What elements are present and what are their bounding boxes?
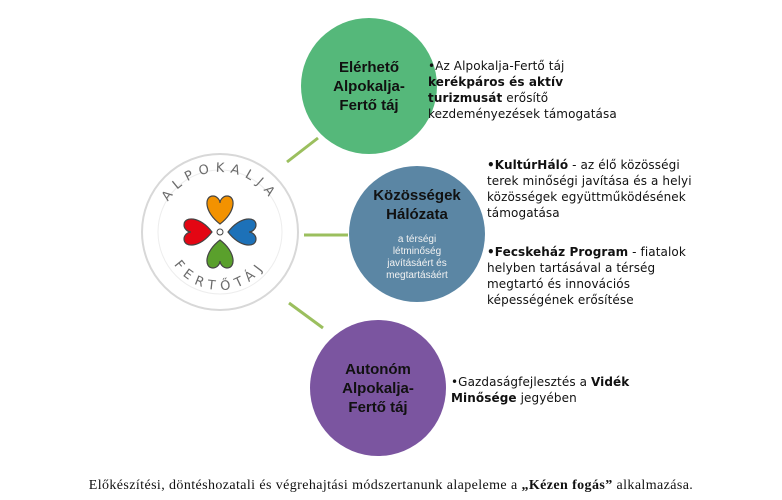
bullet-text-3: •Fecskeház Program - fiatalok helyben ta… (487, 245, 686, 307)
node-circle-elerheto (301, 18, 437, 154)
logo: ALPOKALJA FERTŐTÁJ (141, 153, 299, 311)
logo-heart-green-icon (206, 239, 234, 269)
bullet-text-4: •Gazdaságfejlesztés a Vidék Minősége jeg… (451, 375, 630, 405)
connector-top (286, 136, 319, 164)
connector-bottom (288, 301, 324, 330)
node-label-autonom: Autonóm Alpokalja- Fertő táj (310, 320, 446, 456)
node-circle-kozossegek (349, 166, 485, 302)
node-label-kozossegek: Közösségek Hálózata a térségi létminőség… (349, 166, 485, 302)
node-title: Közösségek Hálózata (373, 187, 461, 223)
node-title: Autonóm Alpokalja- Fertő táj (342, 360, 414, 416)
bullet-text-2: •KultúrHáló - az élő közösségi terek min… (487, 158, 692, 220)
logo-heart-red-icon (183, 218, 213, 246)
node-title: Elérhető Alpokalja- Fertő táj (333, 58, 405, 114)
node-subtitle: a térségi létminőség javításáért és megt… (386, 234, 448, 281)
logo-heart-blue-icon (227, 218, 257, 246)
logo-heart-orange-icon (206, 195, 234, 225)
node-circle-autonom (310, 320, 446, 456)
node-label-elerheto: Elérhető Alpokalja- Fertő táj (301, 18, 437, 154)
bullet-text-1: •Az Alpokalja-Fertő táj kerékpáros és ak… (428, 59, 617, 121)
caption: Előkészítési, döntéshozatali és végrehaj… (88, 478, 694, 493)
